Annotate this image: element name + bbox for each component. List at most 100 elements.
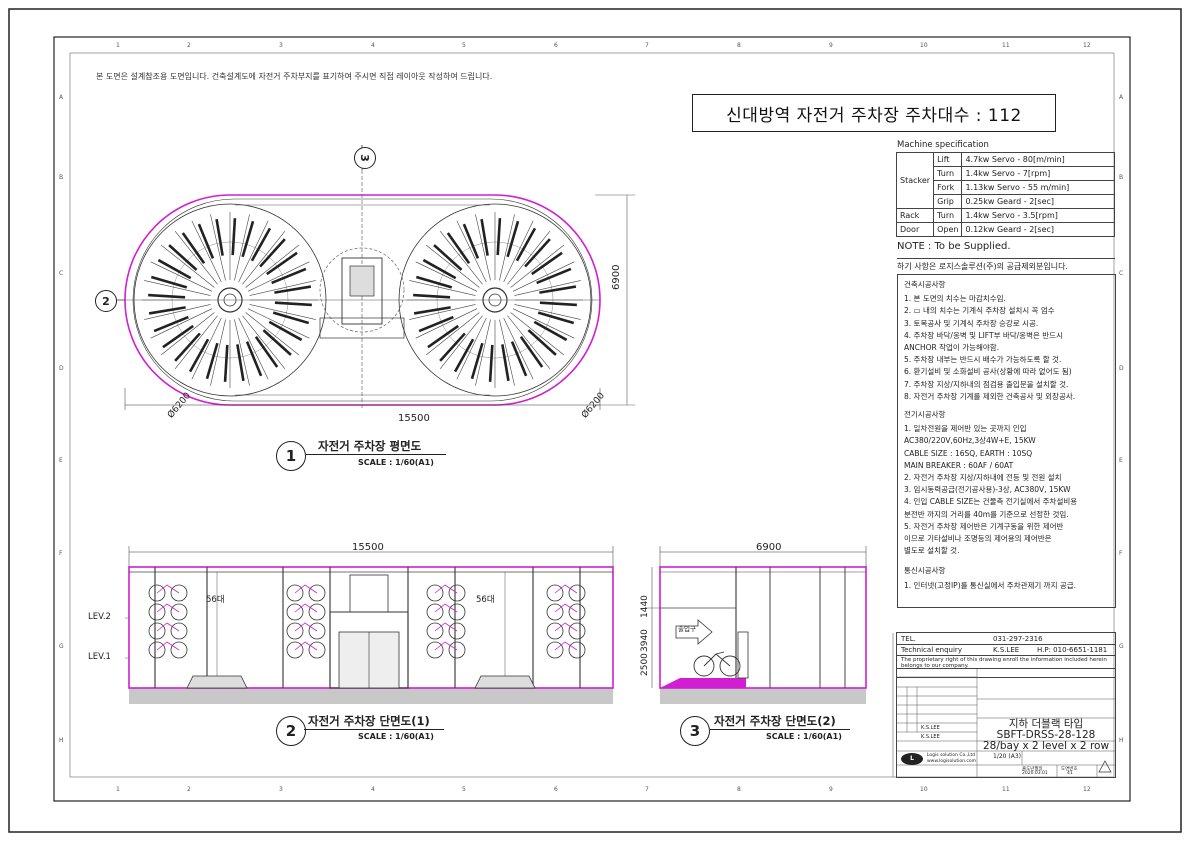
note-line: CABLE SIZE : 16SQ, EARTH : 10SQ xyxy=(904,448,1033,458)
border-letter: G xyxy=(59,643,64,650)
border-number: 10 xyxy=(920,42,928,49)
carousel-spoke xyxy=(439,315,483,369)
note-line: 2. 자전거 주차장 지상/지하내에 전등 및 전원 설치 xyxy=(904,473,1062,483)
bicycle-slot xyxy=(268,320,303,342)
tel-value: 031-297-2316 xyxy=(993,635,1043,643)
note-line: 1. 본 도면의 치수는 마감치수임. xyxy=(904,294,1006,304)
bicycle-wheel xyxy=(308,641,326,659)
scale-value: 1/20 (A3) xyxy=(993,753,1021,760)
carousel-spoke xyxy=(234,214,250,281)
carousel-spoke xyxy=(456,317,487,380)
note-line: 1. 일차전원을 제어반 있는 곳까지 인입 xyxy=(904,424,1027,434)
bicycle-frame xyxy=(434,603,458,613)
bicycle-slot xyxy=(524,238,551,268)
border-letter: C xyxy=(1119,270,1124,277)
carousel-spoke xyxy=(475,214,491,281)
section-1-drawing xyxy=(125,546,614,704)
border-number: 2 xyxy=(187,786,191,793)
carousel-spoke xyxy=(249,304,316,320)
company-logo: L xyxy=(901,753,923,765)
carousel-spoke xyxy=(238,220,269,283)
border-letter: E xyxy=(1119,457,1123,464)
sheet-number: 41 xyxy=(1067,771,1073,776)
bicycle-slot xyxy=(539,285,577,294)
bicycle-slot xyxy=(510,341,528,377)
border-letter: H xyxy=(59,737,64,744)
tech-label: Technical enquiry xyxy=(901,646,962,654)
border-number: 4 xyxy=(371,786,375,793)
carousel-spoke xyxy=(247,308,310,339)
bicycle-wheel xyxy=(148,584,166,602)
border-letter: G xyxy=(1119,643,1124,650)
company-website: www.logisolution.com xyxy=(927,759,977,764)
plan-inner-outline xyxy=(132,198,593,402)
note-line: AC380/220V,60Hz,3상4W+E, 15KW xyxy=(904,436,1036,446)
note-line: 6. 환기설비 및 소화설비 공사(상황에 따라 없어도 됨) xyxy=(904,367,1072,377)
border-number: 3 xyxy=(279,42,283,49)
arch-lines: 1. 본 도면의 치수는 마감치수임.2. ▭ 내의 치수는 기계식 주차장 설… xyxy=(904,293,1115,403)
border-number: 9 xyxy=(829,786,833,793)
bicycle-wheel xyxy=(286,603,304,621)
bicycle-slot xyxy=(433,244,463,271)
note-line: ANCHOR 작업이 가능해야함. xyxy=(904,343,1000,353)
bicycle-wheel xyxy=(308,584,326,602)
drawing-name-line3: 28/bay x 2 level x 2 row xyxy=(982,740,1110,752)
bicycle-frame xyxy=(703,651,731,667)
proprietary-note: The proprietary right of this drawing en… xyxy=(901,657,1107,669)
bicycle-slot xyxy=(266,251,298,276)
section-marker-2: 2 xyxy=(95,290,117,312)
bicycle-slot xyxy=(536,267,572,285)
bicycle-frame xyxy=(434,641,458,651)
bicycle-slot xyxy=(422,258,457,280)
bicycle-wheel xyxy=(448,584,466,602)
bicycle-frame xyxy=(554,622,578,632)
plan-view-drawing xyxy=(95,145,635,410)
bicycle-slot xyxy=(205,342,219,380)
bicycle-wheel xyxy=(546,622,564,640)
bicycle-slot xyxy=(470,342,484,380)
border-letter: D xyxy=(1119,365,1124,372)
bicycle-slot xyxy=(254,336,279,368)
border-letter: F xyxy=(1119,550,1123,557)
carousel-spoke xyxy=(191,220,222,283)
bicycle-wheel xyxy=(148,622,166,640)
bicycle-wheel xyxy=(426,603,444,621)
border-number: 5 xyxy=(462,786,466,793)
elec-heading: 전기시공사항 xyxy=(904,410,946,420)
spec-group: Rack xyxy=(895,208,935,223)
bicycle-slot xyxy=(174,332,201,362)
designer-2: K.S.LEE xyxy=(921,734,940,740)
carousel-spoke xyxy=(144,280,211,296)
bicycle-slot xyxy=(515,227,537,262)
bicycle-slot xyxy=(150,275,188,289)
stacker-body xyxy=(341,257,383,325)
carousel-spoke xyxy=(512,308,575,339)
bicycle-wheel xyxy=(286,622,304,640)
border-number: 11 xyxy=(1002,42,1010,49)
bicycle-wheel xyxy=(448,641,466,659)
carousel-spoke xyxy=(161,312,215,356)
carousel-spoke xyxy=(234,319,250,386)
border-number: 6 xyxy=(554,42,558,49)
bicycle-slot xyxy=(527,329,557,356)
carousel-spoke xyxy=(174,315,218,369)
section2-width-dim: 6900 xyxy=(756,542,782,553)
entrance-ramp xyxy=(660,678,746,688)
bicycle-slot xyxy=(501,344,510,382)
floor-slab xyxy=(129,688,613,704)
bicycle-slot xyxy=(236,344,245,382)
bicycle-slot xyxy=(274,285,312,294)
plan-view-label: 자전거 주차장 평면도 xyxy=(318,439,422,453)
view-number-1: 1 xyxy=(276,441,306,471)
spec-value: 1.4kw Servo - 7[rpm] xyxy=(961,166,1115,181)
page-title: 신대방역 자전거 주차장 주차대수 : 112 xyxy=(692,94,1056,132)
note-line: 7. 주차장 지상/지하내의 점검용 출입문을 설치할 것. xyxy=(904,379,1069,389)
bicycle-slot xyxy=(506,220,520,258)
arch-heading: 건축시공사항 xyxy=(904,280,946,289)
company-name: Logis solution Co.,Ltd xyxy=(927,753,976,758)
